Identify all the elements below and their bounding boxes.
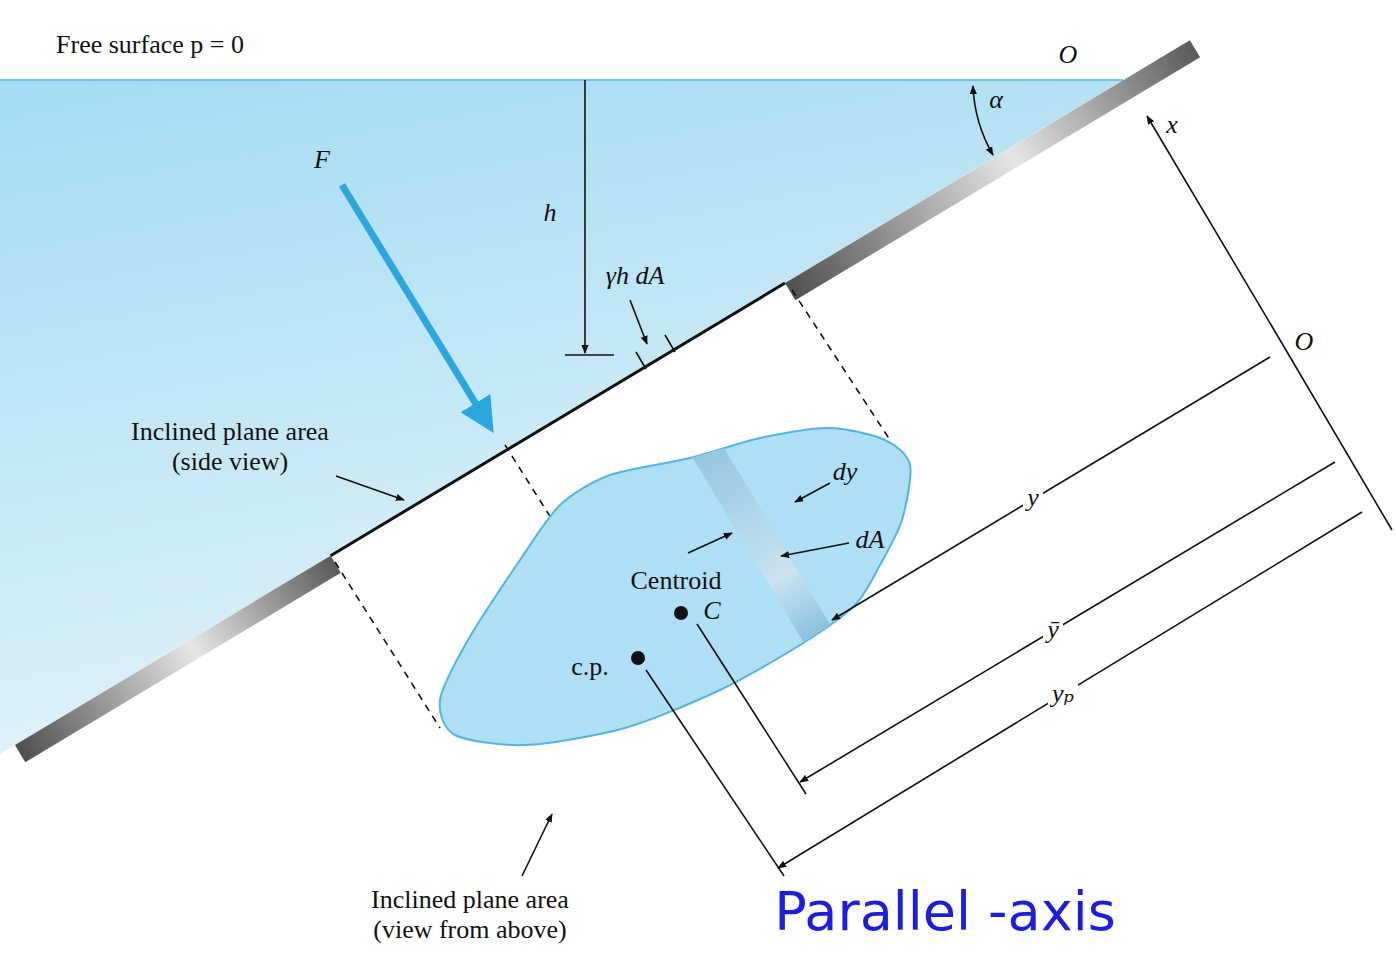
water <box>0 79 1123 81</box>
side-view-leader <box>336 476 404 500</box>
points <box>631 606 688 665</box>
depth-label: h <box>544 198 557 228</box>
pressure-element <box>630 300 647 344</box>
water <box>0 80 1123 754</box>
handwritten-note: Parallel -axis <box>774 881 1116 943</box>
force-label: F <box>314 145 330 175</box>
angle-label: α <box>989 85 1003 115</box>
centroid-label: Centroid <box>631 566 722 596</box>
leaders <box>795 483 830 502</box>
view-caption: Inclined plane area (side view) <box>110 417 350 477</box>
water <box>0 80 1123 754</box>
axes-and-dimensions <box>832 357 1270 620</box>
pressure-center-label: c.p. <box>571 652 609 682</box>
points <box>631 651 645 665</box>
resultant-force <box>342 185 490 427</box>
pressure-element <box>630 300 675 369</box>
leaders <box>522 483 849 876</box>
origin-label: O <box>1295 327 1314 357</box>
depth-arrow <box>565 354 614 356</box>
centroid-point-label: C <box>703 596 720 626</box>
depth-arrow <box>584 80 586 353</box>
axes-and-dimensions <box>800 462 1335 782</box>
origin-label: O <box>1059 40 1078 70</box>
pressure-element <box>636 352 646 369</box>
axes-and-dimensions <box>1147 116 1280 340</box>
view-caption: Inclined plane area (view from above) <box>340 885 600 945</box>
leaders <box>781 543 849 556</box>
plane-area <box>440 423 911 745</box>
dimension-label: ȳ <box>1043 615 1063 645</box>
dimension-label: yₚ <box>1048 679 1078 709</box>
projection-lines <box>792 290 890 440</box>
element-force-label: γh dA <box>606 261 665 291</box>
projection-lines <box>335 562 440 728</box>
points <box>674 606 688 620</box>
depth-arrow <box>565 80 614 355</box>
leaders <box>522 814 552 876</box>
leaders <box>688 533 732 553</box>
dimension-label: y <box>1023 483 1043 513</box>
axes-and-dimensions <box>697 624 806 794</box>
pressure-element <box>665 335 675 352</box>
inclined-wall <box>15 556 341 762</box>
axes-and-dimensions <box>646 116 1392 876</box>
free-surface-label: Free surface p = 0 <box>56 30 244 60</box>
strip-area-label: dA <box>856 525 885 555</box>
side-view-leader <box>336 476 404 500</box>
axes-and-dimensions <box>1280 340 1392 530</box>
axes-and-dimensions <box>778 512 1362 868</box>
inclined-wall <box>15 40 1200 762</box>
axes-and-dimensions <box>646 670 784 876</box>
resultant-force <box>342 185 490 427</box>
axis-label: x <box>1166 110 1178 140</box>
plane-area-outline <box>440 428 911 745</box>
strip-width-label: dy <box>833 457 858 487</box>
inclined-wall <box>785 40 1200 300</box>
